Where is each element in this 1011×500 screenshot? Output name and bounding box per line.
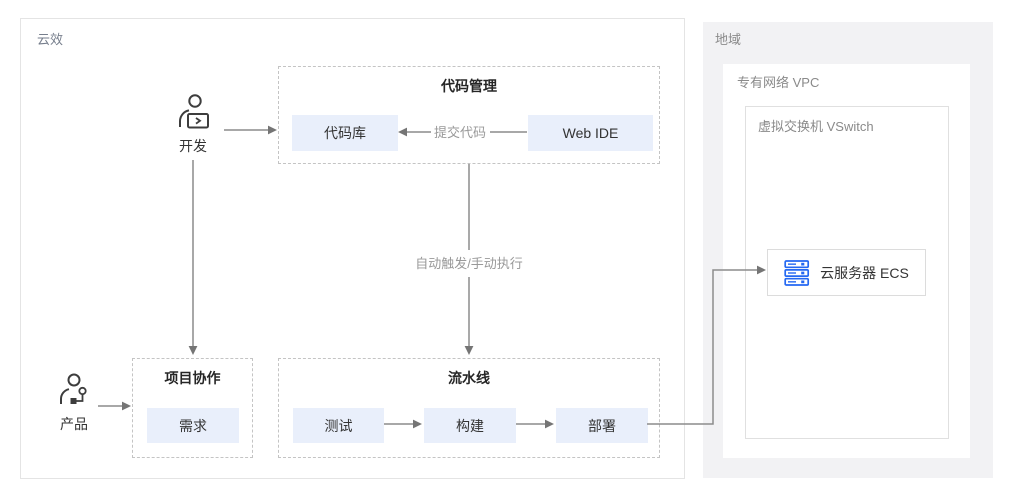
developer-person-icon xyxy=(173,92,215,132)
ecs-node: 云服务器 ECS xyxy=(767,249,926,296)
code-management-title: 代码管理 xyxy=(441,78,497,94)
ecs-label: 云服务器 ECS xyxy=(820,264,909,281)
vswitch-label: 虚拟交换机 VSwitch xyxy=(758,119,874,134)
trigger-label: 自动触发/手动执行 xyxy=(408,257,530,270)
product-person-icon xyxy=(56,372,94,410)
requirement-node: 需求 xyxy=(147,408,239,443)
vpc-label: 专有网络 VPC xyxy=(737,75,820,90)
yunxiao-label: 云效 xyxy=(37,32,64,47)
project-collab-title: 项目协作 xyxy=(164,370,221,386)
server-stack-icon xyxy=(784,259,810,286)
pipeline-title: 流水线 xyxy=(448,370,490,386)
pipeline-stage-build: 构建 xyxy=(424,408,516,443)
product-label: 产品 xyxy=(60,416,88,432)
code-management-group: 代码管理 代码库 Web IDE xyxy=(278,66,660,164)
pipeline-stage-deploy: 部署 xyxy=(556,408,648,443)
web-ide-node: Web IDE xyxy=(528,115,653,151)
code-repo-node: 代码库 xyxy=(292,115,398,151)
developer-label: 开发 xyxy=(179,138,207,154)
pipeline-stage-test: 测试 xyxy=(293,408,384,443)
project-collab-group: 项目协作 需求 xyxy=(132,358,253,458)
region-label: 地域 xyxy=(715,32,742,47)
pipeline-group: 流水线 测试 构建 部署 xyxy=(278,358,660,458)
commit-code-label: 提交代码 xyxy=(431,126,489,139)
